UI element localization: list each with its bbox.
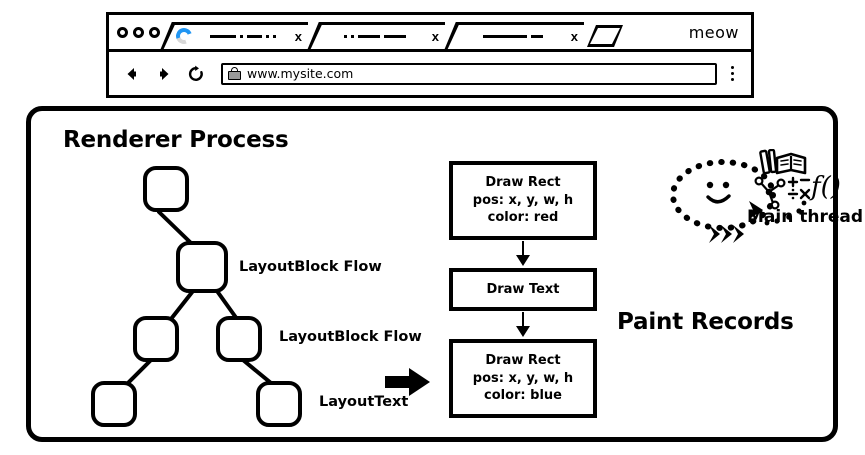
address-bar[interactable]: www.mysite.com <box>221 62 717 85</box>
overflow-menu-icon[interactable] <box>723 66 741 81</box>
math-symbols-icon <box>787 176 811 200</box>
svg-text:f(): f() <box>809 172 841 202</box>
tab-title-3 <box>460 34 566 38</box>
back-icon[interactable] <box>121 63 143 85</box>
record-connector-arrow <box>449 311 597 339</box>
layout-tree-diagram: LayoutBlock Flow LayoutBlock Flow Layout… <box>71 161 422 431</box>
tree-label-layoutblock-flow-1: LayoutBlock Flow <box>239 259 382 275</box>
browser-tab-2[interactable]: x <box>307 21 445 49</box>
tree-node-block-2[interactable] <box>133 316 179 362</box>
tree-connector-lines <box>126 210 273 385</box>
node-tree-icon <box>754 176 786 210</box>
books-icon <box>759 149 807 175</box>
record-line: Draw Rect <box>485 353 561 369</box>
function-icon: f() <box>809 172 841 202</box>
record-line: pos: x, y, w, h <box>472 370 574 386</box>
tab-close-icon-3[interactable]: x <box>570 28 578 44</box>
flow-arrow-icon <box>385 368 430 396</box>
tree-node-text-1[interactable] <box>91 381 137 427</box>
url-text: www.mysite.com <box>247 66 354 81</box>
chevrons-icon <box>709 225 744 243</box>
main-thread-label: Main thread <box>747 207 864 227</box>
reload-icon[interactable] <box>185 63 207 85</box>
record-line: pos: x, y, w, h <box>472 192 574 208</box>
loading-spinner-icon <box>173 25 195 47</box>
tab-title-2 <box>323 34 427 38</box>
record-connector-arrow <box>449 240 597 268</box>
tree-node-block-3[interactable] <box>216 316 262 362</box>
tab-close-icon-2[interactable]: x <box>431 28 439 44</box>
tree-label-layouttext: LayoutText <box>319 394 409 410</box>
tree-label-layoutblock-flow-2: LayoutBlock Flow <box>279 329 422 345</box>
record-line: color: blue <box>484 388 562 404</box>
forward-icon[interactable] <box>153 63 175 85</box>
record-line: Draw Rect <box>485 175 561 190</box>
paint-record-draw-text[interactable]: Draw Text <box>449 267 597 312</box>
record-line: Draw Text <box>486 281 560 297</box>
paint-record-draw-rect-blue[interactable]: Draw Rect pos: x, y, w, h color: blue <box>449 339 597 418</box>
brand-label: meow <box>688 22 739 42</box>
paint-records-list: Draw Rect pos: x, y, w, h color: red Dra… <box>449 161 597 418</box>
trail-arrow-icon <box>749 201 763 219</box>
minimize-dot[interactable] <box>133 26 144 38</box>
smiley-face-icon <box>670 159 776 231</box>
new-tab-button[interactable] <box>587 25 623 47</box>
close-dot[interactable] <box>117 26 128 38</box>
browser-tab-3[interactable]: x <box>444 21 584 49</box>
tree-node-root[interactable] <box>143 166 189 212</box>
browser-tab-1[interactable]: x <box>160 21 308 49</box>
browser-toolbar: www.mysite.com <box>109 52 751 98</box>
lock-icon <box>228 67 241 80</box>
window-controls <box>109 26 160 38</box>
record-line: color: red <box>487 210 559 226</box>
browser-window: x x x meow <box>106 12 754 98</box>
paint-records-title: Paint Records <box>617 309 794 335</box>
paint-record-draw-rect-red[interactable]: Draw Rect pos: x, y, w, h color: red <box>449 161 597 240</box>
tree-node-block-1[interactable] <box>176 241 228 293</box>
maximize-dot[interactable] <box>149 26 160 38</box>
tab-close-icon-1[interactable]: x <box>294 28 302 44</box>
page-title: Renderer Process <box>63 127 289 153</box>
motion-dots <box>764 200 807 226</box>
main-thread-doodle: f() <box>670 149 841 243</box>
tree-node-text-2[interactable] <box>256 381 302 427</box>
tab-title-1 <box>197 34 290 38</box>
renderer-process-panel: Renderer Process LayoutBlock Flow Layout… <box>26 106 863 442</box>
tab-strip: x x x meow <box>109 15 751 52</box>
